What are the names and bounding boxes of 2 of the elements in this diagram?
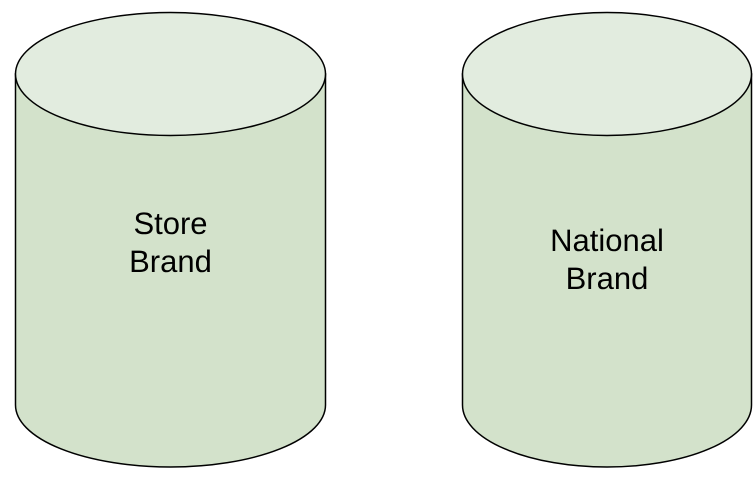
cylinder-label: Store Brand bbox=[128, 205, 213, 281]
cylinder-label: National Brand bbox=[549, 222, 665, 298]
